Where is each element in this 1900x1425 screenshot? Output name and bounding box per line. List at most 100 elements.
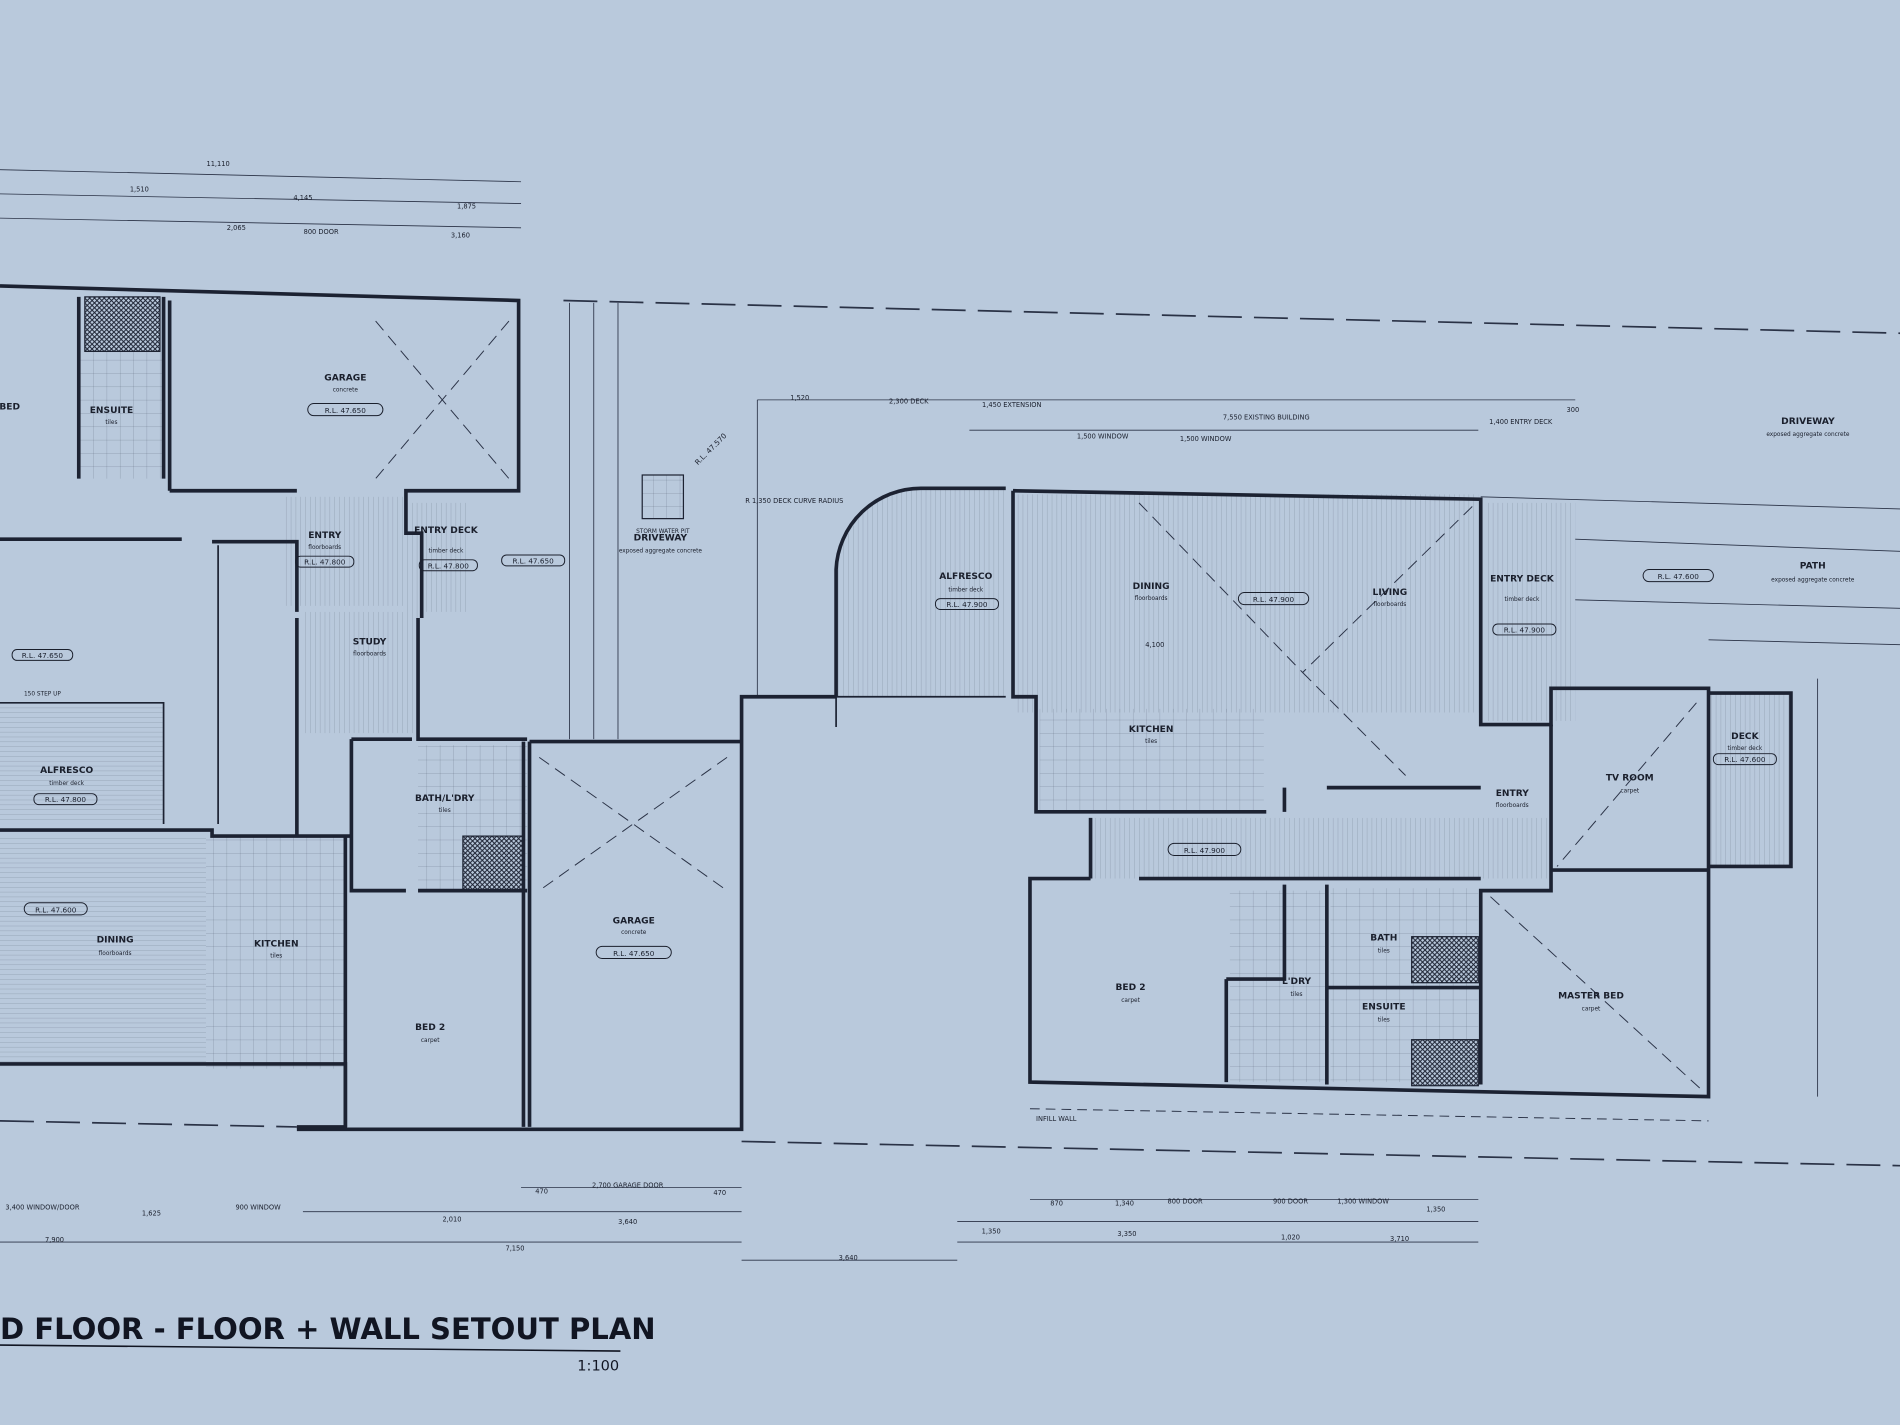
svg-text:R.L. 47.800: R.L. 47.800 — [428, 561, 470, 570]
svg-text:tiles: tiles — [439, 808, 451, 814]
room-label: L'DRY — [1282, 977, 1312, 987]
svg-text:R.L. 47.650: R.L. 47.650 — [325, 406, 367, 415]
svg-text:2,065: 2,065 — [227, 224, 246, 232]
room-label: ENTRY — [308, 531, 341, 541]
svg-text:R.L. 47.600: R.L. 47.600 — [1658, 572, 1700, 581]
drawing-scale: 1:100 — [577, 1358, 619, 1374]
svg-text:DRIVEWAY: DRIVEWAY — [634, 533, 688, 543]
svg-text:tiles: tiles — [105, 420, 117, 426]
svg-text:timber deck: timber deck — [1505, 597, 1540, 603]
svg-text:exposed aggregate concrete: exposed aggregate concrete — [1766, 432, 1850, 438]
svg-text:exposed aggregate concrete: exposed aggregate concrete — [1771, 578, 1855, 584]
svg-text:STORM WATER PIT: STORM WATER PIT — [636, 529, 690, 535]
svg-text:concrete: concrete — [333, 387, 359, 393]
room-label: ALFRESCO — [40, 766, 93, 776]
svg-text:R.L. 47.650: R.L. 47.650 — [613, 949, 655, 958]
svg-text:R.L. 47.800: R.L. 47.800 — [45, 795, 87, 804]
room-label: LIVING — [1373, 588, 1408, 598]
svg-text:timber deck: timber deck — [948, 587, 983, 593]
svg-text:7,900: 7,900 — [45, 1236, 64, 1244]
svg-text:470: 470 — [713, 1189, 726, 1197]
svg-text:R.L. 47.900: R.L. 47.900 — [1504, 626, 1546, 635]
storm-water-pit — [641, 474, 685, 520]
svg-text:800 DOOR: 800 DOOR — [304, 228, 339, 236]
svg-text:R.L. 47.570: R.L. 47.570 — [693, 431, 729, 467]
room-label: TV ROOM — [1606, 773, 1654, 783]
walls-right-unit — [834, 486, 1793, 1099]
svg-text:carpet: carpet — [1582, 1007, 1601, 1013]
svg-text:800 DOOR: 800 DOOR — [1168, 1197, 1203, 1205]
room-label: ENSUITE — [90, 406, 133, 416]
room-label: GARAGE — [613, 916, 655, 926]
svg-text:470: 470 — [535, 1188, 548, 1196]
svg-text:1,350: 1,350 — [1426, 1206, 1445, 1214]
svg-text:floorboards: floorboards — [99, 951, 132, 957]
svg-text:tiles: tiles — [1378, 1017, 1390, 1023]
svg-text:3,350: 3,350 — [1117, 1230, 1136, 1238]
room-label: KITCHEN — [1129, 725, 1174, 735]
room-label: DECK — [1731, 732, 1759, 742]
room-label: BED 2 — [415, 1023, 445, 1033]
svg-text:1,500 WINDOW: 1,500 WINDOW — [1077, 433, 1129, 441]
svg-text:1,500 WINDOW: 1,500 WINDOW — [1180, 435, 1232, 443]
svg-text:tiles: tiles — [1291, 992, 1303, 998]
svg-text:1,300 WINDOW: 1,300 WINDOW — [1337, 1197, 1389, 1205]
svg-text:R.L. 47.900: R.L. 47.900 — [946, 600, 988, 609]
svg-text:tiles: tiles — [1145, 739, 1157, 745]
svg-text:1,520: 1,520 — [790, 394, 809, 402]
svg-text:floorboards: floorboards — [1373, 602, 1406, 608]
svg-text:1,510: 1,510 — [130, 185, 149, 193]
svg-text:floorboards: floorboards — [1496, 803, 1529, 809]
svg-text:R.L. 47.900: R.L. 47.900 — [1184, 846, 1226, 855]
svg-text:1,450 EXTENSION: 1,450 EXTENSION — [982, 401, 1041, 409]
svg-text:3,400 WINDOW/DOOR: 3,400 WINDOW/DOOR — [5, 1203, 79, 1211]
room-label: ENSUITE — [1362, 1002, 1405, 1012]
svg-text:R 1,350 DECK CURVE RADIUS: R 1,350 DECK CURVE RADIUS — [745, 497, 843, 505]
svg-text:carpet: carpet — [1620, 788, 1639, 794]
svg-text:floorboards: floorboards — [353, 652, 386, 658]
svg-text:R.L. 47.650: R.L. 47.650 — [22, 651, 64, 660]
svg-text:R.L. 47.800: R.L. 47.800 — [304, 558, 346, 567]
left-unit-labels: GARAGE concrete R.L. 47.650 ENSUITE tile… — [0, 373, 672, 1044]
walls-left-unit — [0, 284, 837, 1132]
svg-text:1,875: 1,875 — [457, 202, 476, 210]
svg-text:4,100: 4,100 — [1145, 641, 1164, 649]
svg-text:870: 870 — [1050, 1200, 1063, 1208]
dimension-labels: 11,110 1,510 4,145 1,875 2,065 800 DOOR … — [5, 160, 1579, 1262]
room-label: BED — [0, 403, 20, 413]
svg-text:7,150: 7,150 — [505, 1245, 524, 1253]
svg-text:1,350: 1,350 — [982, 1228, 1001, 1236]
floor-finishes — [0, 351, 1791, 1083]
svg-text:900 WINDOW: 900 WINDOW — [235, 1203, 281, 1211]
svg-text:1,020: 1,020 — [1281, 1234, 1300, 1242]
room-label: BATH — [1370, 933, 1397, 943]
room-label: DINING — [1133, 582, 1170, 592]
room-label: KITCHEN — [254, 939, 299, 949]
right-unit-labels: ALFRESCO timber deck R.L. 47.900 DINING … — [934, 572, 1777, 1023]
svg-text:1,625: 1,625 — [142, 1209, 161, 1217]
svg-text:3,160: 3,160 — [451, 232, 470, 240]
room-label: MASTER BED — [1558, 991, 1624, 1001]
svg-text:DRIVEWAY: DRIVEWAY — [1781, 417, 1835, 427]
shower-hatching — [84, 296, 1479, 1087]
room-label: GARAGE — [324, 373, 366, 383]
svg-text:floorboards: floorboards — [1135, 596, 1168, 602]
svg-text:3,710: 3,710 — [1390, 1235, 1409, 1243]
svg-text:R.L. 47.600: R.L. 47.600 — [1724, 755, 1766, 764]
svg-text:11,110: 11,110 — [206, 160, 229, 168]
svg-text:2,300 DECK: 2,300 DECK — [889, 398, 929, 406]
svg-text:150 STEP UP: 150 STEP UP — [24, 692, 61, 698]
svg-text:tiles: tiles — [1378, 948, 1390, 954]
room-label: ENTRY DECK — [414, 526, 479, 536]
svg-text:concrete: concrete — [621, 930, 647, 936]
svg-text:900 DOOR: 900 DOOR — [1273, 1197, 1308, 1205]
site-lines — [0, 169, 1900, 1261]
room-label: BED 2 — [1115, 983, 1145, 993]
room-label: DINING — [97, 936, 134, 946]
svg-text:2,700 GARAGE DOOR: 2,700 GARAGE DOOR — [592, 1182, 664, 1190]
svg-text:1,340: 1,340 — [1115, 1200, 1134, 1208]
svg-text:4,145: 4,145 — [293, 194, 312, 202]
svg-text:timber deck: timber deck — [429, 549, 464, 555]
svg-text:7,550 EXISTING BUILDING: 7,550 EXISTING BUILDING — [1223, 413, 1310, 421]
svg-text:timber deck: timber deck — [1727, 746, 1762, 752]
